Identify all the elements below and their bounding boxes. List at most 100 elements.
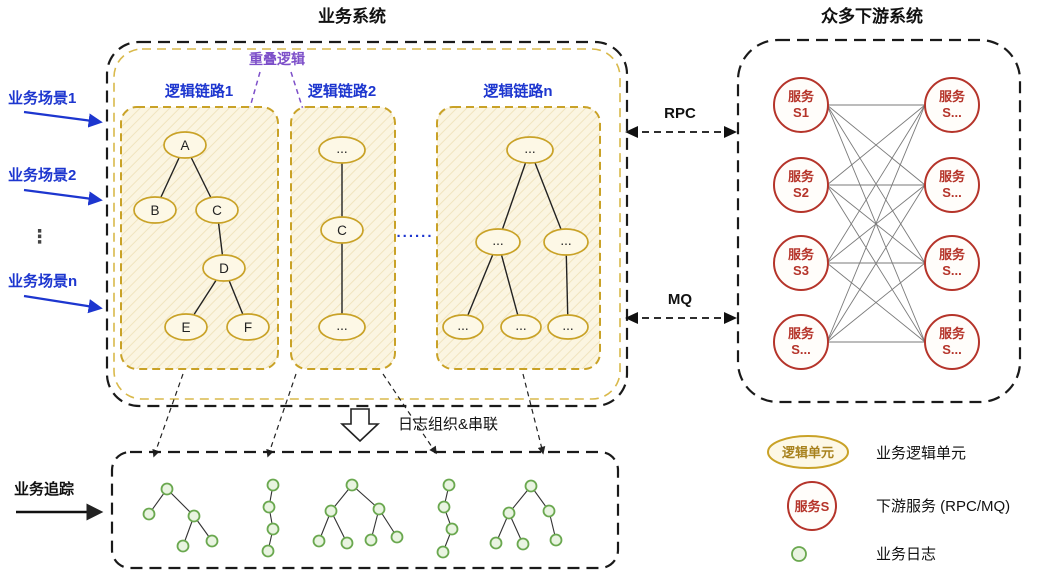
rpc-arrowhead-right (724, 126, 737, 138)
node-cn-b2 (500, 314, 542, 340)
rpc-label: RPC (664, 105, 696, 122)
log-node (549, 533, 563, 547)
log-node (187, 509, 201, 523)
legend-log-label: 业务日志 (876, 546, 936, 563)
node-C2 (320, 216, 364, 244)
mq-arrowhead-left (625, 312, 638, 324)
log-organize-label: 日志组织&串联 (398, 416, 498, 433)
business-system-title: 业务系统 (318, 6, 386, 26)
legend-log-icon (791, 546, 807, 562)
legend-logic-unit-symbol: 逻辑单元 (782, 445, 834, 460)
log-node (345, 478, 359, 492)
mq-arrowhead-right (724, 312, 737, 324)
log-node (489, 536, 503, 550)
chain-2-label: 逻辑链路2 (308, 82, 376, 100)
log-tree-1 (142, 482, 219, 553)
down-arrow-icon (339, 408, 381, 443)
service-s2-circle (773, 157, 829, 213)
service-r3-circle (924, 235, 980, 291)
node-A-label: A (180, 138, 189, 153)
scenario-ellipsis: ⋮ (30, 227, 49, 248)
service-sx-circle (773, 314, 829, 370)
node-D (202, 254, 246, 282)
downstream-box (736, 38, 1022, 404)
service-s3-circle (773, 235, 829, 291)
legend-service-symbol: 服务S (795, 499, 830, 514)
edge-root-l (497, 149, 531, 243)
rpc-arrowhead-left (625, 126, 638, 138)
log-node (262, 500, 276, 514)
log-tree-3 (312, 478, 404, 550)
legend-logic-unit-label: 业务逻辑单元 (876, 445, 966, 462)
node-C2-label: C (337, 223, 347, 238)
fan-arrow-4 (522, 373, 546, 455)
node-cn-b3-label: ... (562, 318, 573, 333)
log-node (390, 530, 404, 544)
node-A (163, 131, 207, 159)
node-cn-r (543, 228, 589, 256)
node-E (164, 313, 208, 341)
log-node (261, 544, 275, 558)
node-E-label: E (181, 320, 190, 335)
legend: 逻辑单元 业务逻辑单元 服务S 下游服务 (RPC/MQ) 业务日志 (767, 435, 1010, 563)
downstream-systems-title: 众多下游系统 (821, 6, 923, 26)
legend-service-label: 下游服务 (RPC/MQ) (876, 498, 1010, 515)
log-tree-5 (489, 479, 563, 551)
log-fan-arrows (152, 373, 546, 458)
log-node (516, 537, 530, 551)
log-node (372, 502, 386, 516)
log-node (437, 500, 451, 514)
edge-l-b2 (497, 241, 522, 328)
node-C1 (195, 196, 239, 224)
scenario-1-arrow (23, 110, 103, 128)
log-node (436, 545, 450, 559)
log-node (445, 522, 459, 536)
fan-arrow-1 (152, 373, 184, 458)
business-system-box-inner (113, 48, 621, 400)
mesh-line (826, 104, 926, 186)
log-node (364, 533, 378, 547)
log-node (340, 536, 354, 550)
log-node (205, 534, 219, 548)
mesh-line (826, 184, 926, 343)
log-node (160, 482, 174, 496)
legend-service-icon (787, 481, 837, 531)
service-s1-circle (773, 77, 829, 133)
node-cn-b1-label: ... (457, 318, 468, 333)
log-node (312, 534, 326, 548)
service-mesh (826, 104, 926, 343)
node-F-label: F (244, 320, 252, 335)
chain-2-tree: ... C ... (318, 136, 366, 341)
node-B-label: B (150, 203, 159, 218)
scenario-n-label: 业务场景n (8, 272, 77, 290)
node-c2-bot (318, 313, 366, 341)
edge-r-b3 (565, 241, 569, 328)
edge-root-r (529, 149, 567, 243)
rpc-connection: RPC (625, 105, 737, 138)
node-cn-root (506, 136, 554, 164)
mq-connection: MQ (625, 291, 737, 324)
log-node (542, 504, 556, 518)
node-cn-b2-label: ... (515, 318, 526, 333)
log-node (142, 507, 156, 521)
service-r2-circle (924, 157, 980, 213)
node-cn-root-label: ... (524, 141, 535, 156)
node-cn-b1 (442, 314, 484, 340)
mesh-line (826, 104, 926, 264)
scenario-2-arrow (23, 188, 103, 206)
service-r4-circle (924, 314, 980, 370)
mesh-line (826, 104, 926, 343)
scenario-labels: 业务场景1 业务场景2 ⋮ 业务场景n (8, 89, 103, 314)
node-c2-top (318, 136, 366, 164)
log-node (442, 478, 456, 492)
chain-n-label: 逻辑链路n (483, 82, 552, 100)
node-cn-r-label: ... (560, 233, 571, 248)
mq-label: MQ (668, 291, 692, 308)
